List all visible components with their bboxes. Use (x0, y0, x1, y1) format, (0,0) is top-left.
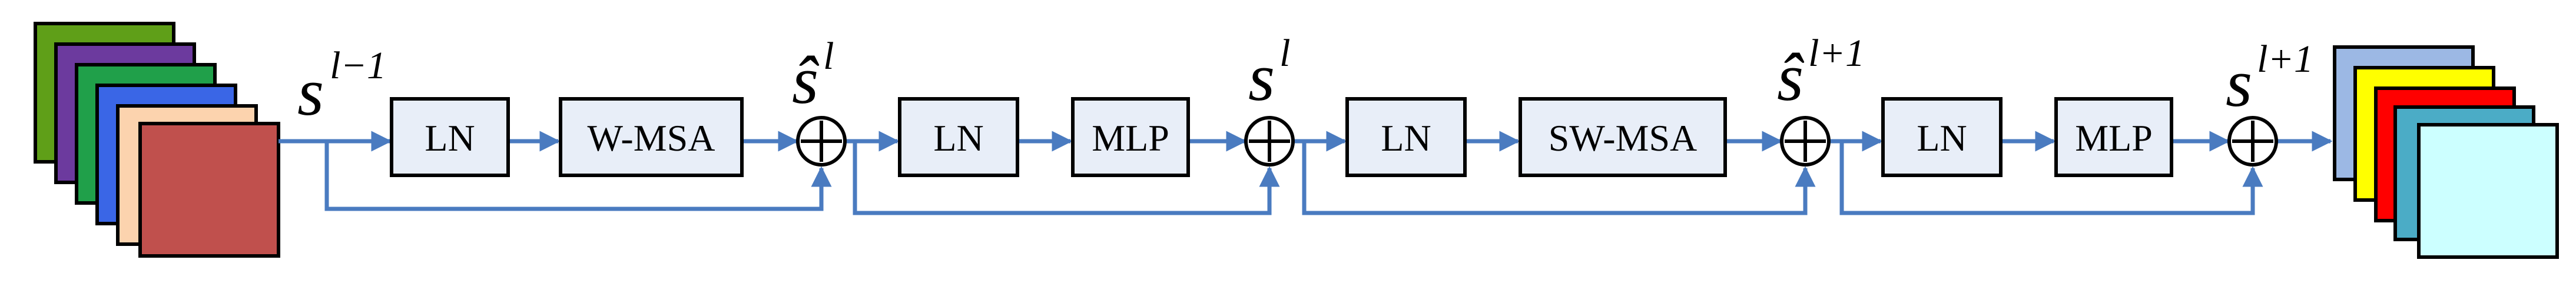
block-ln-1: LN (390, 97, 510, 177)
block-swmsa-label: SW-MSA (1549, 117, 1698, 159)
label-s-l-sup: l (1279, 32, 1290, 75)
block-wmsa-label: W-MSA (588, 117, 715, 159)
label-s-hat-l-plus-1-base: ŝ (1777, 40, 1805, 115)
output-feature-stack (2333, 45, 2559, 259)
block-mlp-1-label: MLP (1092, 117, 1169, 159)
block-ln-2-label: LN (933, 117, 983, 159)
label-s-hat-l-sup: l (823, 35, 834, 78)
input-feature-stack (34, 22, 280, 258)
block-ln-3-label: LN (1381, 117, 1431, 159)
block-ln-4-label: LN (1917, 117, 1967, 159)
block-swmsa: SW-MSA (1519, 97, 1727, 177)
input-layer-6 (138, 122, 280, 258)
block-ln-3: LN (1345, 97, 1467, 177)
block-ln-2: LN (898, 97, 1019, 177)
label-s-l-minus-1-sup: l−1 (330, 44, 386, 87)
label-s-l-plus-1-sup: l+1 (2257, 38, 2313, 81)
adder-1 (796, 116, 847, 167)
block-mlp-2-label: MLP (2075, 117, 2153, 159)
adder-3 (1780, 116, 1831, 167)
block-mlp-2: MLP (2054, 97, 2173, 177)
block-mlp-1: MLP (1071, 97, 1190, 177)
skip-connection-2 (853, 141, 1280, 215)
adder-4 (2227, 116, 2278, 167)
residual-connections (324, 141, 2263, 215)
skip-connection-3 (1302, 141, 1816, 215)
skip-connection-4 (1839, 141, 2263, 215)
block-ln-4: LN (1881, 97, 2003, 177)
output-layer-5 (2417, 123, 2559, 259)
skip-connection-1 (324, 141, 832, 211)
label-s-hat-l-plus-1-sup: l+1 (1808, 32, 1865, 75)
label-s-l-plus-1-base: s (2226, 46, 2252, 121)
label-s-l-base: s (1248, 40, 1275, 115)
block-ln-1-label: LN (425, 117, 475, 159)
block-wmsa: W-MSA (559, 97, 744, 177)
label-s-hat-l-base: ŝ (792, 43, 820, 118)
adder-2 (1244, 116, 1295, 167)
label-s-l-minus-1-base: s (297, 55, 324, 130)
